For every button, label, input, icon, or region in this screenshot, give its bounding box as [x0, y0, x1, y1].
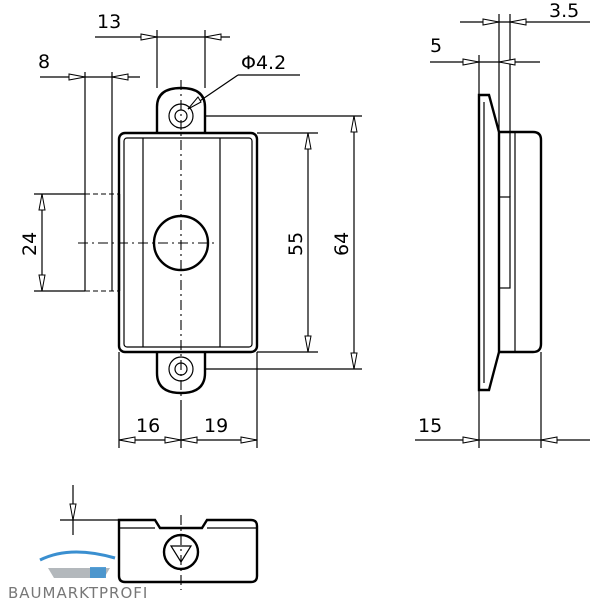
bottom-mounting-lug [155, 352, 207, 395]
dimension-8-label: 8 [38, 51, 50, 73]
dimension-13-label: 13 [97, 11, 121, 33]
dimension-19-label: 19 [204, 415, 228, 437]
bottom-dim-arrow [69, 503, 77, 521]
dimension-24-label: 24 [19, 232, 41, 256]
side-slot [498, 196, 511, 289]
watermark-logo-arc [39, 550, 116, 562]
bottom-knob-triangle [169, 545, 193, 564]
dimension-55: 55 [257, 132, 318, 353]
dimension-15-label: 15 [418, 415, 442, 437]
side-body [499, 130, 543, 354]
dimension-hole-diameter: Φ4.2 [187, 52, 300, 110]
dimension-64-label: 64 [331, 232, 353, 256]
bottom-body-outline [117, 518, 259, 584]
dimension-8: 8 [38, 51, 140, 81]
bottom-view [60, 485, 259, 590]
dimension-5-label: 5 [430, 35, 442, 57]
dimension-5: 5 [430, 35, 540, 95]
watermark: BAUMARKTPROFI [8, 550, 148, 600]
dimension-3-5: 3.5 [460, 0, 590, 197]
watermark-text: BAUMARKTPROFI [8, 584, 148, 600]
dimension-13: 13 [95, 11, 230, 88]
dimension-55-label: 55 [285, 232, 307, 256]
dimension-3-5-label: 3.5 [549, 0, 579, 22]
dimension-24: 24 [19, 193, 85, 292]
watermark-logo-block [90, 567, 106, 578]
dimension-16-19: 16 19 [118, 352, 258, 448]
hole-diameter-label: Φ4.2 [241, 52, 286, 74]
front-view [78, 72, 259, 400]
dimension-15: 15 [415, 352, 590, 448]
side-flange [477, 93, 501, 392]
dimension-16-label: 16 [136, 415, 160, 437]
dimension-64: 64 [205, 115, 362, 370]
